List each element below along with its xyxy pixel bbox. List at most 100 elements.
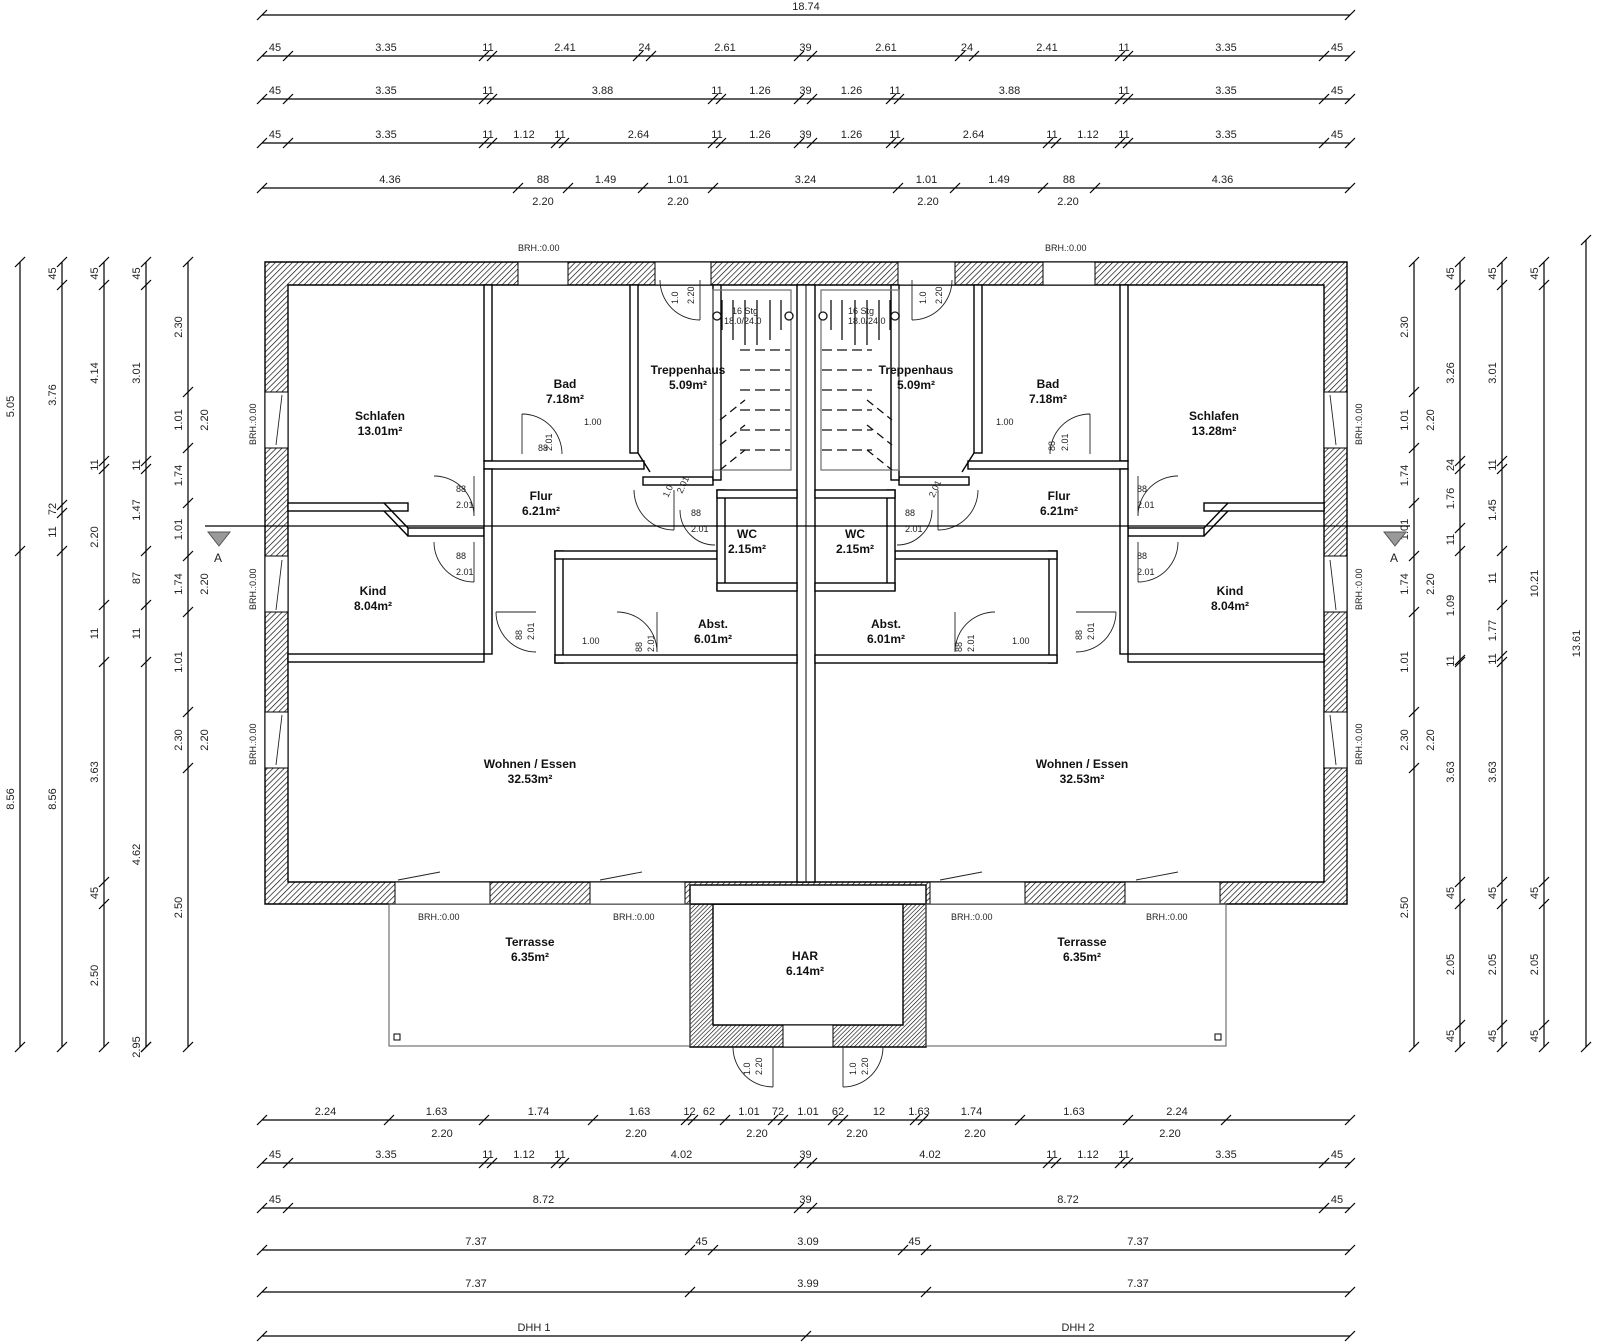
section-label-left: A [214, 551, 222, 565]
door-label: 88 [691, 508, 701, 518]
dimension-sublabel: 2.20 [199, 573, 211, 594]
door-swings [275, 279, 1337, 1088]
door-label: 1.00 [1012, 636, 1030, 646]
dimension-label: 1.74 [173, 573, 185, 594]
door-label: 2.01 [456, 500, 474, 510]
door-label: 2.20 [934, 286, 944, 304]
dimension-label: 11 [1118, 1149, 1129, 1161]
dimension-label: 1.01 [1399, 651, 1411, 672]
dimension-label: 1.47 [131, 499, 143, 520]
room-area: 2.15m² [836, 542, 874, 556]
dimension-label: 45 [1331, 85, 1343, 97]
dimension-label: 7.37 [465, 1278, 486, 1290]
dimension-sublabel: 2.20 [431, 1128, 452, 1140]
door-label: 2.01 [1060, 433, 1070, 451]
right-dimensions: 2.301.011.741.011.741.012.302.502.202.20… [1399, 234, 1592, 1053]
dimension-label: 72 [47, 503, 59, 515]
dimension-label: 1.01 [667, 174, 688, 186]
dimension-sublabel: 2.20 [846, 1128, 867, 1140]
brh-label: BRH.:0.00 [951, 912, 993, 922]
door-label: 2.01 [1137, 500, 1155, 510]
dimension-sublabel: 2.20 [1425, 573, 1437, 594]
dimension-label: 1.12 [1077, 129, 1098, 141]
stair-left-sublabel: 18.0/24.0 [724, 316, 762, 326]
room-area: 6.35m² [511, 950, 549, 964]
dimension-sublabel: 2.20 [964, 1128, 985, 1140]
dimension-label: 1.77 [1487, 620, 1499, 641]
door-label: 2.01 [646, 634, 656, 652]
room-name: Flur [1048, 489, 1071, 503]
dimension-label: 2.50 [173, 897, 185, 918]
door-label: 88 [1137, 551, 1147, 561]
dimension-label: 45 [47, 267, 59, 279]
building: 16 Stg 18.0/24.0 16 Stg 18.0/24.0 [205, 243, 1410, 1088]
dimension-label: 3.63 [89, 761, 101, 782]
dimension-label: 11 [554, 129, 565, 141]
dimension-label: 45 [269, 129, 281, 141]
dimension-label: 1.74 [961, 1106, 982, 1118]
terrace-right [925, 903, 1227, 1047]
dimension-label: 45 [1445, 887, 1457, 899]
dimension-label: 3.24 [795, 174, 816, 186]
terrace-left [388, 903, 691, 1047]
room-name: Terrasse [1057, 935, 1106, 949]
door-label: 88 [905, 508, 915, 518]
brh-label: BRH.:0.00 [1146, 912, 1188, 922]
dimension-label: 1.01 [1399, 409, 1411, 430]
dimension-label: 62 [832, 1106, 844, 1118]
dimension-label: 45 [89, 887, 101, 899]
dimension-label: 2.64 [628, 129, 649, 141]
dimension-label: 3.35 [1215, 85, 1236, 97]
door-label: 88 [456, 484, 466, 494]
dimension-sublabel: 2.20 [625, 1128, 646, 1140]
dimension-label: 45 [1445, 267, 1457, 279]
dimension-label: 1.63 [1063, 1106, 1084, 1118]
dimension-label: 1.12 [513, 1149, 534, 1161]
room-name: Flur [530, 489, 553, 503]
door-label: 2.01 [544, 433, 554, 451]
dimension-label: 45 [1487, 267, 1499, 279]
brh-label: BRH.:0.00 [613, 912, 655, 922]
dimension-label: 45 [1487, 1030, 1499, 1042]
dimension-label: 62 [703, 1106, 715, 1118]
dimension-label: 3.76 [47, 384, 59, 405]
dimension-label: 1.63 [426, 1106, 447, 1118]
dimension-label: 11 [1487, 459, 1499, 470]
dimension-label: 11 [1445, 655, 1457, 666]
dimension-sublabel: 2.20 [199, 729, 211, 750]
left-dim-col-1: 5.058.56 [5, 256, 26, 1053]
dimension-label: 11 [1046, 129, 1057, 141]
dimension-label: 1.74 [1399, 573, 1411, 594]
dimension-label: 1.74 [528, 1106, 549, 1118]
dimension-label: 2.41 [1036, 42, 1057, 54]
room-area: 6.01m² [694, 632, 732, 646]
dimension-sublabel: 2.20 [1159, 1128, 1180, 1140]
dimension-label: 2.05 [1529, 954, 1541, 975]
dimension-label: 4.62 [131, 844, 143, 865]
dimension-label: 3.26 [1445, 362, 1457, 383]
dimension-label: 4.14 [89, 362, 101, 383]
room-area: 13.28m² [1192, 424, 1237, 438]
dimension-label: 45 [1331, 1149, 1343, 1161]
dimension-label: 3.63 [1445, 761, 1457, 782]
door-label: 1.0 [670, 291, 680, 304]
dimension-label: 4.36 [1212, 174, 1233, 186]
door-label: 88 [634, 642, 644, 652]
room-area: 6.35m² [1063, 950, 1101, 964]
room-name: Terrasse [505, 935, 554, 949]
dimension-label: 45 [269, 1194, 281, 1206]
room-name: Treppenhaus [879, 363, 954, 377]
section-line-a: A A [205, 525, 1410, 565]
dimension-label: 11 [1487, 653, 1499, 664]
dimension-label: 45 [1445, 1030, 1457, 1042]
dimension-label: 5.05 [5, 396, 17, 417]
dimension-sublabel: 2.20 [532, 196, 553, 208]
door-label: 1.0 [661, 483, 675, 499]
